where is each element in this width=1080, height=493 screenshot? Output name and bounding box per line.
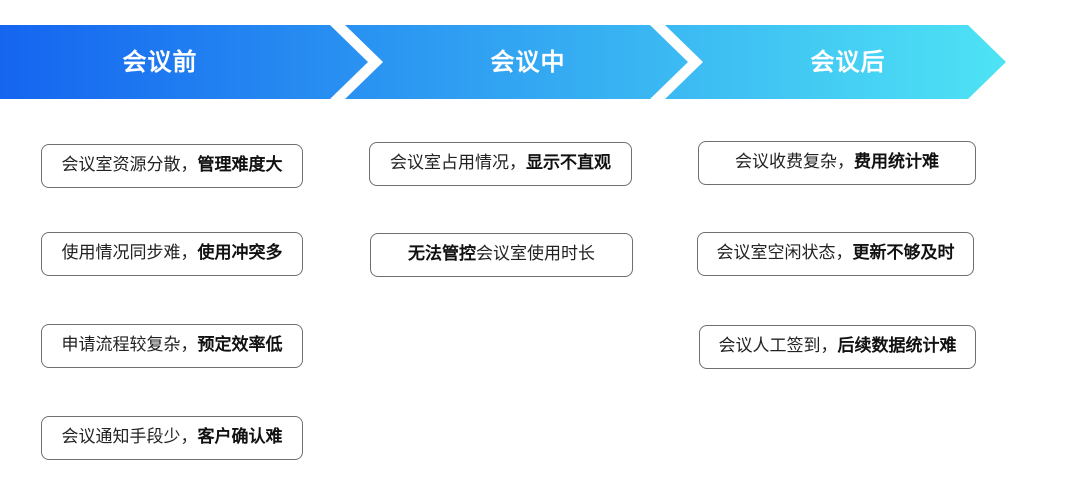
stage-title-during: 会议中 bbox=[490, 48, 566, 76]
pain-point-emphasis: 费用统计难 bbox=[854, 152, 939, 172]
pain-point-emphasis: 预定效率低 bbox=[197, 335, 283, 355]
pain-point-emphasis: 无法管控 bbox=[408, 244, 476, 264]
pain-point-text: 会议室使用时长 bbox=[476, 244, 595, 264]
pain-point-emphasis: 使用冲突多 bbox=[197, 243, 283, 263]
pain-point-text: 会议室资源分散， bbox=[61, 155, 198, 175]
pain-point-text: 会议室空闲状态， bbox=[716, 243, 853, 263]
pain-point-box: 会议室空闲状态，更新不够及时 bbox=[697, 232, 974, 276]
pain-point-box: 使用情况同步难，使用冲突多 bbox=[41, 232, 303, 276]
stage-arrow-before bbox=[0, 25, 368, 99]
pain-point-text: 会议室占用情况， bbox=[390, 153, 526, 173]
pain-point-box: 申请流程较复杂，预定效率低 bbox=[41, 324, 303, 368]
pain-point-box: 无法管控会议室使用时长 bbox=[370, 233, 633, 277]
pain-point-text: 会议收费复杂， bbox=[735, 152, 854, 172]
stage-arrow-bar bbox=[0, 25, 1006, 99]
pain-point-emphasis: 更新不够及时 bbox=[852, 243, 955, 263]
pain-point-box: 会议室资源分散，管理难度大 bbox=[41, 144, 303, 188]
pain-point-text: 使用情况同步难， bbox=[61, 243, 198, 263]
stage-title-after: 会议后 bbox=[810, 48, 886, 76]
pain-point-emphasis: 显示不直观 bbox=[526, 153, 611, 173]
stage-title-before: 会议前 bbox=[122, 48, 198, 76]
pain-point-emphasis: 客户确认难 bbox=[197, 427, 283, 447]
pain-point-box: 会议通知手段少，客户确认难 bbox=[41, 416, 303, 460]
stage-arrow-during bbox=[345, 25, 688, 99]
pain-point-box: 会议室占用情况，显示不直观 bbox=[369, 142, 632, 186]
pain-point-text: 申请流程较复杂， bbox=[61, 335, 198, 355]
pain-point-emphasis: 管理难度大 bbox=[197, 155, 283, 175]
pain-point-box: 会议人工签到，后续数据统计难 bbox=[699, 325, 976, 369]
pain-point-box: 会议收费复杂，费用统计难 bbox=[698, 141, 976, 185]
stage-arrow-after bbox=[665, 25, 1006, 99]
pain-point-text: 会议通知手段少， bbox=[61, 427, 198, 447]
pain-point-text: 会议人工签到， bbox=[718, 336, 838, 356]
pain-point-emphasis: 后续数据统计难 bbox=[837, 336, 957, 356]
